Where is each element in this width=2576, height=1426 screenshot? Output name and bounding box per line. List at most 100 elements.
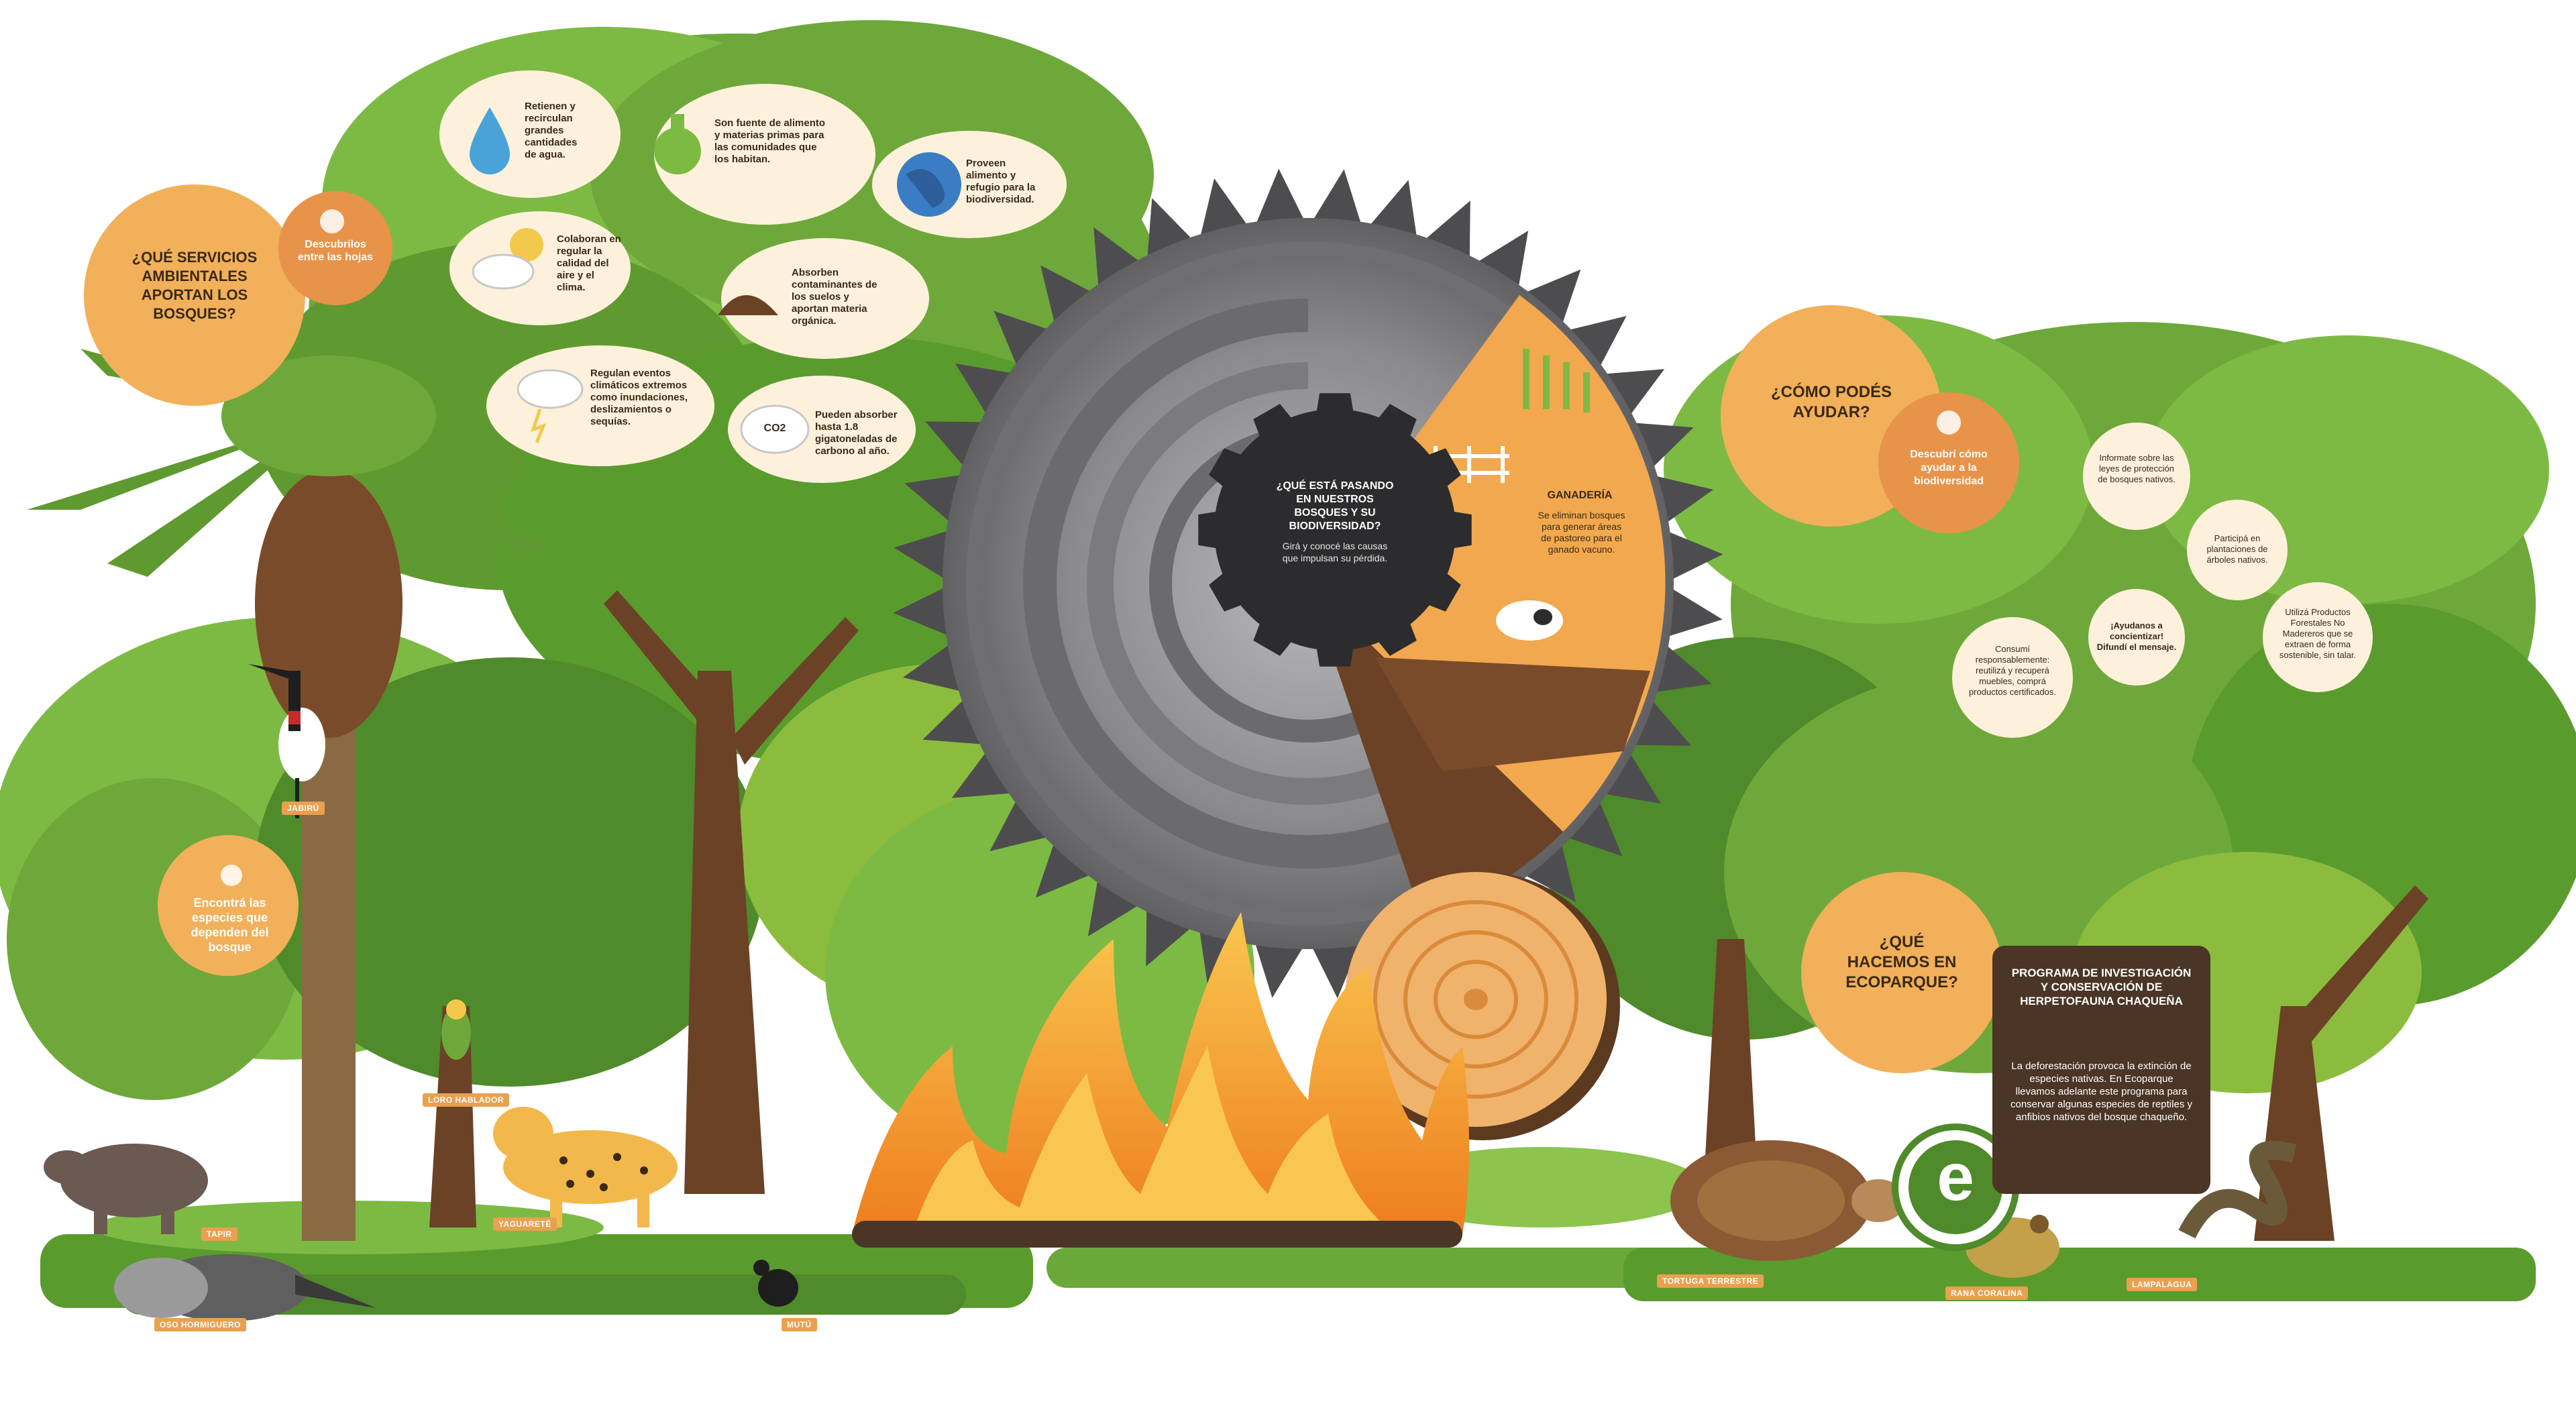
services-discover-bubble[interactable]	[278, 191, 392, 305]
gear-tooth	[1198, 511, 1220, 549]
animal-tag-frog: RANA CORALINA	[1945, 1286, 2029, 1300]
saw-tooth	[894, 528, 957, 584]
animal-tag-jabiru: JABIRÚ	[282, 802, 325, 815]
services-title-bubble	[84, 184, 305, 406]
crop-icon	[1523, 349, 1590, 413]
gear-tooth	[1316, 393, 1354, 415]
ecoparque-title-bubble	[1801, 872, 2002, 1073]
gear-tooth	[1426, 448, 1461, 488]
ecoparque-title: ¿QUÉ HACEMOS EN ECOPARQUE?	[1845, 933, 1958, 991]
help-discover[interactable]: Descubrí cómo ayudar a la biodiversidad	[1910, 449, 1988, 487]
snake-icon	[2178, 1141, 2297, 1239]
help-item-plant: Participá en plantaciones de árboles nat…	[2206, 533, 2268, 565]
help-item-circles	[1952, 423, 2373, 738]
program-panel	[1992, 946, 2210, 1194]
jaguar-icon	[493, 1107, 678, 1227]
help-item-awareness: ¡Ayudanos a concientizar! Difundí el men…	[2096, 620, 2177, 652]
saw-tooth	[1252, 168, 1308, 233]
animal-tag-parrot: LORO HABLADOR	[423, 1093, 510, 1107]
gear-tooth	[1253, 620, 1293, 656]
saw-tooth	[1517, 834, 1576, 902]
saw-tooth	[1308, 169, 1364, 233]
co2-label: CO2	[763, 423, 786, 434]
wheel-center-question[interactable]: ¿QUÉ ESTÁ PASANDO EN NUESTROS BOSQUES Y …	[1276, 480, 1394, 532]
tapir-icon	[44, 1144, 208, 1234]
fire-icon	[852, 912, 1469, 1248]
saw-tooth	[1517, 269, 1581, 333]
program-title: PROGRAMA DE INVESTIGACIÓN Y CONSERVACIÓN…	[2011, 967, 2192, 1007]
storm-cloud-icon	[517, 369, 584, 443]
jabiru-bird-icon	[248, 664, 325, 818]
saw-tooth	[994, 311, 1057, 375]
saw-tooth	[1469, 230, 1529, 296]
animal-tag-mutu: MUTÚ	[782, 1318, 817, 1331]
service-item-carbon: Pueden absorber hasta 1.8 gigatoneladas …	[815, 409, 898, 457]
touch-hand-icon	[221, 865, 242, 886]
gear-tooth	[1377, 404, 1417, 439]
tortoise-icon	[1670, 1140, 1905, 1261]
cause-title: GANADERÍA	[1547, 490, 1613, 501]
ecoparque-logo	[1892, 1123, 2019, 1251]
animal-tag-snake: LAMPALAGUA	[2127, 1278, 2198, 1291]
gear-tooth	[1253, 404, 1293, 439]
service-item-climate: Regulan eventos climáticos extremos como…	[590, 368, 688, 427]
saw-tooth	[955, 363, 1021, 423]
soil-icon	[718, 295, 778, 315]
log-icon	[1345, 872, 1620, 1140]
animal-tag-tapir: TAPIR	[201, 1227, 237, 1241]
saw-tooth	[989, 792, 1057, 851]
animal-tag-jaguar: YAGUARETÉ	[493, 1217, 557, 1231]
animal-tag-anteater: OSO HORMIGUERO	[154, 1318, 247, 1331]
help-title: ¿CÓMO PODÉS AYUDAR?	[1770, 383, 1892, 421]
saw-tooth	[1252, 934, 1308, 998]
saw-tooth	[1559, 792, 1623, 857]
animal-tag-tortoise: TORTUGA TERRESTRE	[1657, 1274, 1764, 1288]
service-item-food: Son fuente de alimento y materias primas…	[714, 117, 826, 165]
gear-tooth	[1377, 620, 1417, 656]
touch-hand-icon	[320, 209, 344, 233]
help-item-laws: Informate sobre las leyes de protección …	[2098, 453, 2176, 484]
cause-text: Se eliminan bosques para generar áreas d…	[1538, 510, 1625, 555]
program-text: La deforestación provoca la extinción de…	[2010, 1060, 2192, 1123]
saw-tooth	[1659, 584, 1723, 639]
flask-icon	[654, 114, 701, 174]
service-item-soil: Absorben contaminantes de los suelos y a…	[792, 267, 877, 327]
gear-tooth	[1426, 571, 1461, 612]
saw-tooth	[1035, 834, 1099, 898]
saw-tooth	[1308, 934, 1364, 999]
saw-tooth	[893, 584, 957, 639]
saw-tooth	[1595, 745, 1662, 804]
species-text[interactable]: Encontrá las especies que dependen del b…	[191, 896, 269, 954]
service-item-shelter: Proveen alimento y refugio para la biodi…	[966, 158, 1036, 205]
touch-hand-icon	[1937, 410, 1961, 435]
saw-tooth	[1659, 528, 1723, 584]
saw-blade	[893, 168, 1723, 999]
gear-tooth	[1209, 448, 1244, 488]
wheel-center-gear[interactable]	[1198, 393, 1472, 667]
help-item-products: Utilizá Productos Forestales No Maderero…	[2279, 607, 2357, 660]
wheel-center-hint: Girá y conocé las causas que impulsan su…	[1282, 541, 1388, 563]
ecoparque-logo-letter: e	[1937, 1140, 1974, 1215]
service-item-air: Colaboran en regular la calidad del aire…	[557, 233, 621, 293]
gear-tooth	[1450, 511, 1472, 549]
parrot-icon	[441, 999, 471, 1060]
gear-tooth	[1316, 645, 1354, 667]
services-title: ¿QUÉ SERVICIOS AMBIENTALES APORTAN LOS B…	[131, 249, 258, 322]
help-item-consume: Consumí responsablemente: reutilizá y re…	[1968, 644, 2057, 697]
anteater-icon	[114, 1254, 376, 1321]
water-drop-icon	[470, 107, 510, 174]
gear-tooth	[1209, 571, 1244, 612]
mutu-bird-icon	[753, 1260, 798, 1307]
saw-tooth	[1559, 316, 1627, 375]
service-item-water: Retienen y recirculan grandes cantidades…	[525, 101, 578, 160]
help-discover-bubble[interactable]	[1878, 392, 2019, 533]
species-bubble[interactable]	[158, 835, 299, 976]
services-discover[interactable]: Descubrilos entre las hojas	[297, 239, 374, 263]
globe-icon	[897, 152, 961, 217]
cloud-moon-icon	[472, 228, 543, 290]
saw-tooth	[1040, 265, 1099, 333]
saw-tooth	[1087, 871, 1147, 937]
services-clouds	[439, 70, 1067, 483]
